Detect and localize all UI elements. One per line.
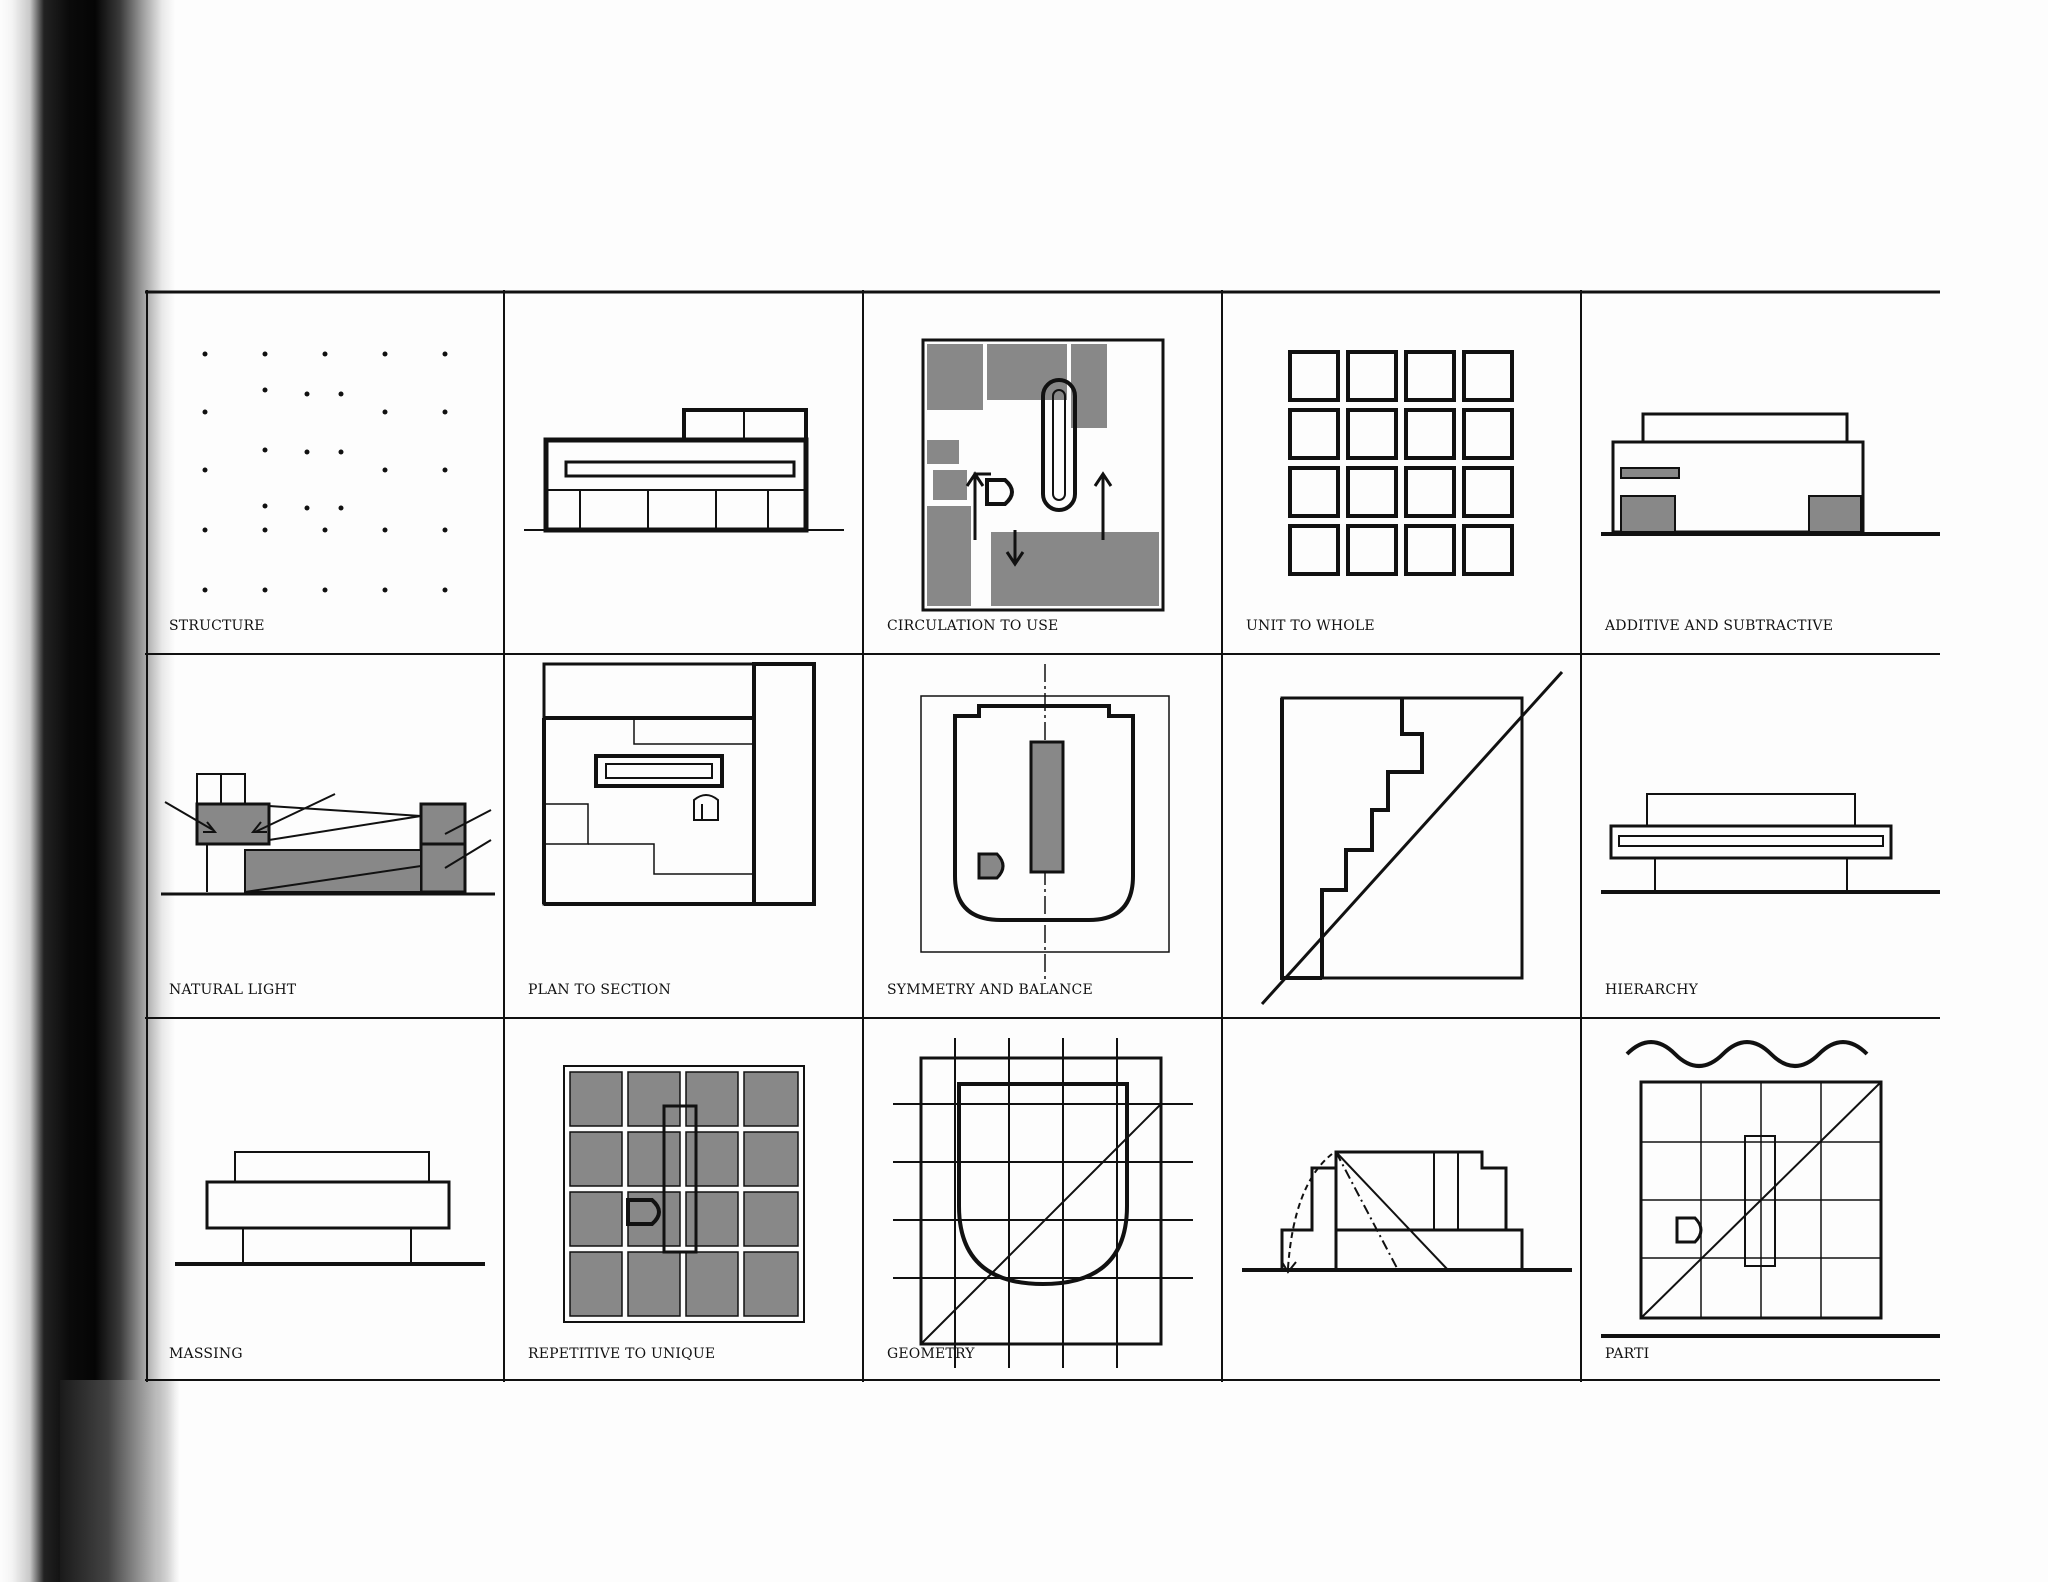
additive-drawing: [1601, 412, 1940, 536]
panel-geometry: GEOMETRY: [863, 1018, 1222, 1382]
panel-plan-to-section: PLAN TO SECTION: [504, 654, 863, 1018]
panel-label: STRUCTURE: [169, 618, 265, 634]
panel-repetitive: REPETITIVE TO UNIQUE: [504, 1018, 863, 1382]
panel-unit: UNIT TO WHOLE: [1222, 290, 1581, 654]
panel-stepped: [1222, 654, 1581, 1018]
proportion-drawing: [1242, 1150, 1572, 1274]
panel-label: NATURAL LIGHT: [169, 982, 297, 998]
structure-drawing: [202, 351, 448, 593]
panel-symmetry: SYMMETRY AND BALANCE: [863, 654, 1222, 1018]
panel-label: PARTI: [1605, 1346, 1650, 1362]
panel-label: REPETITIVE TO UNIQUE: [528, 1346, 716, 1362]
symmetry-drawing: [920, 664, 1170, 984]
parti-drawing: [1601, 1040, 1940, 1338]
panel-massing: MASSING: [145, 1018, 504, 1382]
diagram-sheet: STRUCTURE: [145, 290, 1940, 1382]
panel-proportion: [1222, 1018, 1581, 1382]
panel-additive: ADDITIVE AND SUBTRACTIVE: [1581, 290, 1940, 654]
scan-shadow-edge: [0, 0, 175, 1582]
panel-parti: PARTI: [1581, 1018, 1940, 1382]
repetitive-drawing: [563, 1065, 805, 1323]
panel-grid-lines: [145, 290, 1940, 1382]
natural-light-drawing: [161, 773, 495, 896]
circulation-drawing: [921, 338, 1165, 612]
panel-label: SYMMETRY AND BALANCE: [887, 982, 1093, 998]
panel-hierarchy: HIERARCHY: [1581, 654, 1940, 1018]
elevation-drawing: [524, 408, 844, 533]
panel-label: ADDITIVE AND SUBTRACTIVE: [1605, 618, 1834, 634]
hierarchy-drawing: [1601, 793, 1940, 894]
massing-drawing: [175, 1151, 485, 1266]
panel-label: GEOMETRY: [887, 1346, 975, 1362]
plan-to-section-drawing: [542, 662, 816, 906]
unit-drawing: [1288, 350, 1514, 576]
panel-label: HIERARCHY: [1605, 982, 1699, 998]
scan-shadow-corner: [60, 1380, 180, 1582]
panel-structure: STRUCTURE: [145, 290, 504, 654]
panel-label: UNIT TO WHOLE: [1246, 618, 1375, 634]
stepped-drawing: [1260, 670, 1564, 1006]
panel-label: MASSING: [169, 1346, 243, 1362]
panel-natural-light: NATURAL LIGHT: [145, 654, 504, 1018]
panel-label: CIRCULATION TO USE: [887, 618, 1059, 634]
panel-label: PLAN TO SECTION: [528, 982, 671, 998]
geometry-drawing: [893, 1038, 1193, 1368]
panel-circulation: CIRCULATION TO USE: [863, 290, 1222, 654]
panel-elevation: [504, 290, 863, 654]
